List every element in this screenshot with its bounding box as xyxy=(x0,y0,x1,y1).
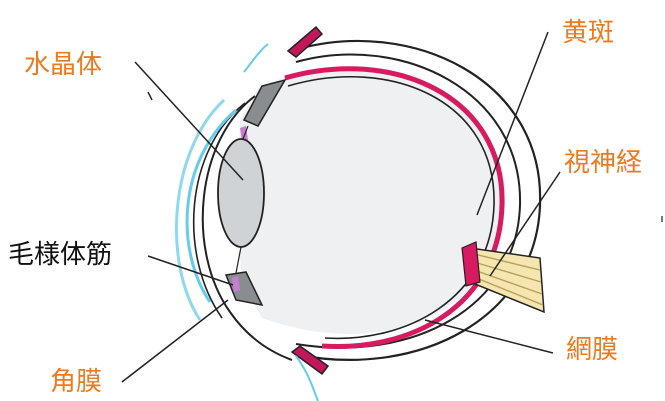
lower-eyelid-strip xyxy=(292,346,328,374)
lens-zonule-bottom xyxy=(236,247,241,273)
label-macula: 黄斑 xyxy=(562,20,614,46)
label-lens: 水晶体 xyxy=(24,52,102,78)
label-ciliary-muscle: 毛様体筋 xyxy=(8,242,112,268)
label-optic-nerve: 視神経 xyxy=(564,150,642,176)
label-cornea: 角膜 xyxy=(50,369,102,395)
leader-line-cornea xyxy=(122,300,228,382)
leader-line-macula xyxy=(477,32,548,215)
speck-mark xyxy=(148,92,152,100)
cornea-tint-top xyxy=(244,44,268,72)
leader-line-retina xyxy=(425,320,553,353)
upper-eyelid-strip xyxy=(288,27,322,57)
label-retina: 網膜 xyxy=(566,337,618,363)
lens-shape xyxy=(218,139,264,247)
